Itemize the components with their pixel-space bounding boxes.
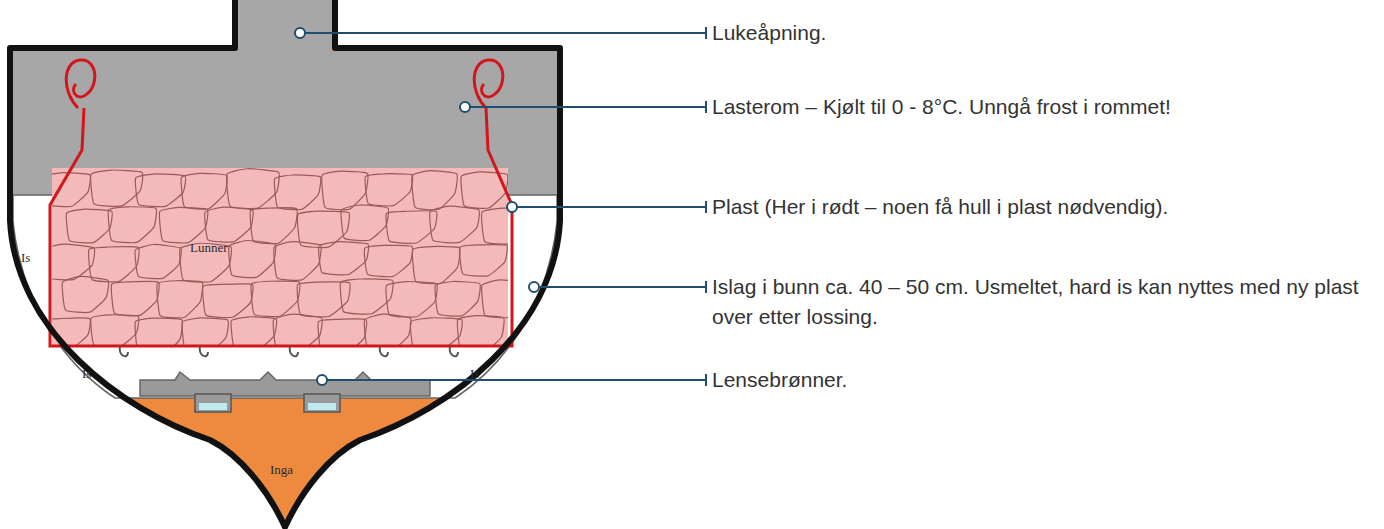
fish-chunk <box>159 207 207 243</box>
drain-hook <box>450 346 458 356</box>
hull-outline <box>10 0 560 527</box>
plastic-drain-holes <box>120 346 458 356</box>
part-name: Is <box>21 250 30 266</box>
fish-chunk <box>274 175 320 210</box>
callout-text: Lasterom – Kjølt til 0 - 8°C. Unngå fros… <box>712 92 1372 122</box>
fish-chunk <box>135 244 181 278</box>
fish-chunk <box>182 318 228 346</box>
fish-chunk <box>227 169 280 209</box>
fish-cargo <box>52 168 508 346</box>
bilge-water <box>199 403 227 410</box>
fish-chunk <box>52 244 95 280</box>
fish-chunk <box>482 280 508 318</box>
drain-hook <box>120 346 128 356</box>
bilge-well <box>195 394 231 412</box>
part-name: Is <box>470 366 479 382</box>
fish-chunk <box>91 170 143 206</box>
fish-chunk <box>89 247 140 282</box>
callout-text: Islag i bunn ca. 40 – 50 cm. Usmeltet, h… <box>712 272 1372 332</box>
fish-chunk <box>460 245 508 276</box>
fish-chunk <box>341 205 388 241</box>
fish-chunk <box>205 207 253 242</box>
bilge-water <box>308 403 336 410</box>
fish-chunk <box>410 318 462 346</box>
fish-chunk <box>229 241 276 278</box>
fish-chunk <box>108 207 156 243</box>
callout-text: Lukeåpning. <box>712 18 1372 48</box>
fish-chunk <box>91 315 139 346</box>
fish-chunk <box>322 171 368 210</box>
fish-chunk <box>430 206 480 243</box>
drain-hook <box>200 346 208 356</box>
fish-chunk <box>364 245 412 276</box>
part-name: Lunner <box>190 240 228 256</box>
bilge-well <box>304 394 340 412</box>
hold-floor <box>140 372 430 396</box>
fish-chunk <box>274 242 321 281</box>
fish-chunk <box>251 281 300 317</box>
fish-chunk <box>66 209 112 243</box>
fish-chunk <box>457 316 504 346</box>
fish-chunks <box>52 169 508 346</box>
fish-chunk <box>62 276 108 312</box>
callout-text: Plast (Her i rødt – noen få hull i plast… <box>712 192 1372 222</box>
fish-chunk <box>231 317 276 346</box>
fish-chunk <box>412 246 460 283</box>
fish-chunk <box>297 282 350 317</box>
plastic-sheet <box>50 60 512 346</box>
fish-chunk <box>135 174 185 207</box>
drain-hook <box>290 346 298 356</box>
fish-chunk <box>181 173 227 209</box>
fish-chunk <box>364 314 411 346</box>
fish-chunk <box>365 174 413 206</box>
fish-chunk <box>386 282 437 318</box>
fish-chunk <box>111 281 159 315</box>
callout-text: Lensebrønner. <box>712 365 1372 395</box>
fish-chunk <box>135 318 182 346</box>
fish-chunk <box>435 281 480 316</box>
fish-chunk <box>412 171 457 210</box>
fish-chunk <box>319 242 369 275</box>
leader-lines <box>295 27 706 386</box>
part-name: Is <box>82 366 91 382</box>
fish-chunk <box>273 314 322 346</box>
part-name: Inga <box>270 462 293 478</box>
fish-chunk <box>340 279 393 314</box>
fish-chunk <box>482 208 508 244</box>
fish-chunk <box>157 281 203 318</box>
fish-chunk <box>203 284 253 318</box>
fish-chunk <box>250 208 297 244</box>
hull-body <box>10 0 560 527</box>
fish-chunk <box>318 319 367 346</box>
drain-hook <box>380 346 388 356</box>
